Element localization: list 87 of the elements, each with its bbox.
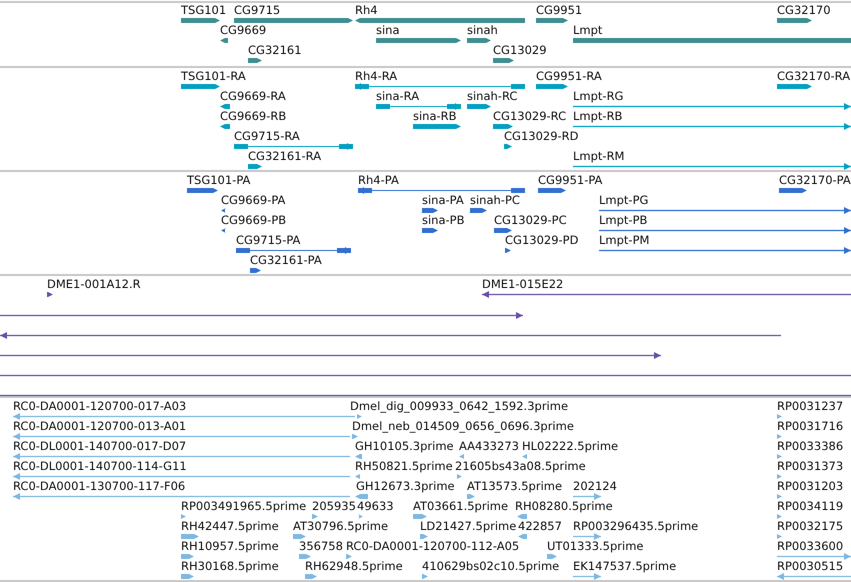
feature-label: RC0-DA0001-130700-117-F06 (13, 480, 186, 493)
feature-label: CG13029-RD (504, 130, 579, 143)
feature-label: CG32161-PA (250, 254, 322, 267)
feature-label: RP0032175 (777, 520, 844, 533)
feature-label: 356758 (299, 540, 343, 553)
feature-label: LD21427.5prime (420, 520, 516, 533)
feature-label: Dmel_neb_014509_0656_0696.3prime (352, 420, 574, 433)
feature-label: TSG101-PA (187, 174, 250, 187)
feature-label: DME1-015E22 (482, 278, 564, 291)
feature-label: CG9669-PA (221, 194, 286, 207)
feature-label: 49633 (357, 500, 394, 513)
feature-label: RP0033600 (777, 540, 844, 553)
feature-label: CG13029-PD (505, 234, 578, 247)
feature-label: UT01333.5prime (547, 540, 644, 553)
feature-label: RH08280.5prime (515, 500, 613, 513)
feature-label: GH12673.3prime (356, 480, 455, 493)
feature-label: Lmpt-PB (599, 214, 648, 227)
feature-label: Lmpt-RG (573, 90, 624, 103)
feature-label: Rh4 (355, 4, 378, 17)
feature-label: CG32161 (248, 44, 302, 57)
feature-label: RH50821.5prime (355, 460, 453, 473)
feature-label: RP003296435.5prime (573, 520, 698, 533)
feature-label: 21605bs43a08.5prime (455, 460, 586, 473)
feature-label: CG9669 (220, 24, 266, 37)
feature-label: CG13029-PC (494, 214, 567, 227)
feature-label: RC0-DA0001-120700-017-A03 (13, 400, 186, 413)
feature-label: CG32161-RA (248, 150, 322, 163)
feature-label: DME1-001A12.R (47, 278, 141, 291)
feature-label: RP0031716 (777, 420, 844, 433)
feature-label: RH42447.5prime (181, 520, 279, 533)
feature-label: 205935 (312, 500, 356, 513)
feature-label: Dmel_dig_009933_0642_1592.3prime (350, 400, 568, 413)
feature-label: RC0-DA0001-120700-112-A05 (346, 540, 520, 553)
feature-label: Rh4-PA (358, 174, 399, 187)
feature-label: RP003491965.5prime (181, 500, 306, 513)
feature-label: RP0030515 (777, 560, 844, 573)
feature-label: RC0-DL0001-140700-017-D07 (13, 440, 186, 453)
feature-label: Lmpt-PM (599, 234, 650, 247)
feature-label: sinah (467, 24, 498, 37)
feature-label: CG9951-PA (538, 174, 602, 187)
feature-label: AA433273 (459, 440, 519, 453)
feature-label: Lmpt-PG (599, 194, 648, 207)
feature-label: Rh4-RA (355, 70, 398, 83)
feature-label: HL02222.5prime (522, 440, 618, 453)
feature-label: sinah-PC (470, 194, 520, 207)
feature-label: CG32170-PA (779, 174, 851, 187)
feature-label: sina-RB (413, 110, 457, 123)
feature-label: sina (376, 24, 400, 37)
feature-label: RC0-DL0001-140700-114-G11 (13, 460, 187, 473)
feature-label: RP0031203 (777, 480, 844, 493)
feature-label: RP0031373 (777, 460, 844, 473)
feature-label: AT13573.5prime (467, 480, 562, 493)
feature-label: 202124 (573, 480, 617, 493)
feature-label: CG13029-RC (493, 110, 566, 123)
feature-label: sina-PA (422, 194, 464, 207)
feature-label: sinah-RC (467, 90, 518, 103)
feature-label: CG9669-RB (220, 110, 286, 123)
feature-label: Lmpt (573, 24, 602, 37)
feature-label: AT03661.5prime (413, 500, 508, 513)
feature-label: AT30796.5prime (293, 520, 388, 533)
feature-label: CG13029 (493, 44, 547, 57)
feature-label: 422857 (518, 520, 562, 533)
feature-label: CG9715 (234, 4, 280, 17)
feature-label: EK147537.5prime (573, 560, 676, 573)
feature-label: 410629bs02c10.5prime (422, 560, 560, 573)
feature-label: RC0-DA0001-120700-013-A01 (13, 420, 186, 433)
feature-label: Lmpt-RM (573, 150, 624, 163)
feature-label: RH10957.5prime (181, 540, 279, 553)
feature-label: CG9669-RA (220, 90, 286, 103)
feature-label: CG9715-PA (236, 234, 300, 247)
feature-label: RP0034119 (777, 500, 844, 513)
feature-label: Lmpt-RB (573, 110, 622, 123)
feature-label: CG32170 (777, 4, 831, 17)
feature-label: RP0031237 (777, 400, 844, 413)
feature-label: RP0033386 (777, 440, 844, 453)
feature-label: CG9951-RA (536, 70, 602, 83)
feature-label: GH10105.3prime (355, 440, 454, 453)
feature-label: CG9715-RA (234, 130, 300, 143)
feature-label: CG32170-RA (777, 70, 850, 83)
feature-label: CG9951 (536, 4, 582, 17)
feature-label: sina-RA (376, 90, 420, 103)
feature-label: RH30168.5prime (181, 560, 279, 573)
feature-label: sina-PB (422, 214, 464, 227)
feature-label: TSG101-RA (181, 70, 246, 83)
feature-label: CG9669-PB (221, 214, 286, 227)
feature-label: RH62948.5prime (305, 560, 403, 573)
feature-label: TSG101 (181, 4, 226, 17)
